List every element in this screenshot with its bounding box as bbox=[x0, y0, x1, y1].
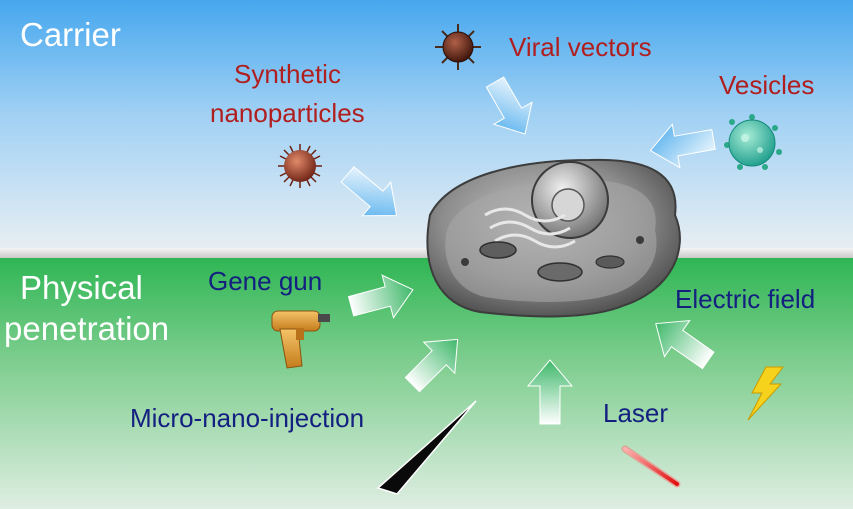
section-title-carrier: Carrier bbox=[20, 16, 121, 53]
arrow-vesicles bbox=[649, 123, 716, 169]
arrow-viral-vectors bbox=[485, 76, 533, 135]
cell-illustration bbox=[426, 158, 681, 318]
arrow-synthetic-nanoparticles bbox=[340, 166, 398, 217]
label-synthetic-line1: Synthetic bbox=[234, 59, 341, 89]
arrow-laser bbox=[526, 359, 574, 425]
label-electric-field: Electric field bbox=[675, 284, 816, 314]
label-synthetic-line2: nanoparticles bbox=[210, 98, 365, 128]
label-gene-gun: Gene gun bbox=[208, 266, 323, 296]
lightning-icon bbox=[747, 366, 785, 421]
laser-beam-icon bbox=[621, 445, 681, 488]
carrier-band bbox=[0, 0, 853, 248]
arrow-micro-nano-injection bbox=[404, 338, 459, 393]
nanoparticle-icon bbox=[278, 144, 322, 188]
arrow-gene-gun bbox=[347, 274, 414, 319]
vesicle-icon bbox=[724, 114, 782, 170]
virus-icon bbox=[435, 24, 481, 70]
needle-icon bbox=[376, 400, 477, 495]
label-micro-nano-injection: Micro-nano-injection bbox=[130, 403, 365, 433]
gene-gun-icon bbox=[271, 310, 330, 369]
label-laser: Laser bbox=[603, 398, 669, 428]
section-title-physical-line1: Physical bbox=[20, 269, 143, 306]
arrow-electric-field bbox=[655, 319, 715, 370]
band-divider bbox=[0, 248, 853, 258]
section-title-physical-line2: penetration bbox=[4, 310, 170, 347]
label-viral-vectors: Viral vectors bbox=[509, 32, 652, 62]
label-vesicles: Vesicles bbox=[719, 70, 815, 100]
